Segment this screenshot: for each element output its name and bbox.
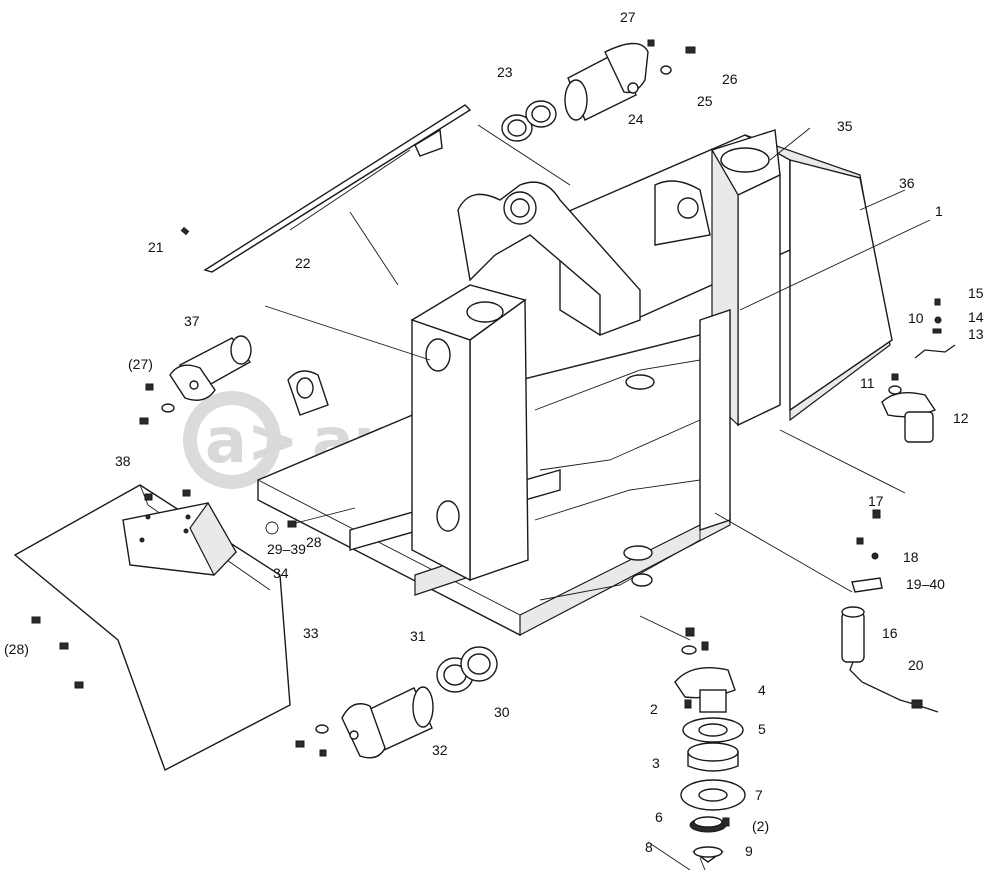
callout-17: 17 xyxy=(868,493,884,509)
callout-11: 11 xyxy=(860,375,875,391)
callout-29-39: 29–39 xyxy=(267,541,306,557)
front-frame-assembly xyxy=(257,129,893,636)
callout-16: 16 xyxy=(882,625,898,641)
callout-labels: 1 2 (2) 3 4 5 6 7 8 9 10 11 12 13 14 15 … xyxy=(4,9,984,859)
callout-8: 8 xyxy=(645,839,653,855)
callout-19-40: 19–40 xyxy=(906,576,945,592)
callout-22: 22 xyxy=(295,255,311,271)
callout-27b: (27) xyxy=(128,356,153,372)
upper-pin-assembly xyxy=(501,39,696,142)
top-cover-plate xyxy=(180,104,472,273)
callout-24: 24 xyxy=(628,111,644,127)
callout-25: 25 xyxy=(697,93,713,109)
fender-assembly xyxy=(13,484,297,771)
callout-15: 15 xyxy=(968,285,984,301)
callout-36: 36 xyxy=(899,175,915,191)
watermark-logo: a> xyxy=(205,404,299,477)
callout-3: 3 xyxy=(652,755,660,771)
callout-20: 20 xyxy=(908,657,924,673)
callout-37: 37 xyxy=(184,313,200,329)
callout-1: 1 xyxy=(935,203,943,219)
callout-31: 31 xyxy=(410,628,426,644)
callout-28b: (28) xyxy=(4,641,29,657)
callout-26: 26 xyxy=(722,71,738,87)
callout-38: 38 xyxy=(115,453,131,469)
callout-2b: (2) xyxy=(752,818,769,834)
callout-9: 9 xyxy=(745,843,753,859)
callout-21: 21 xyxy=(148,239,164,255)
callout-5: 5 xyxy=(758,721,766,737)
callout-23: 23 xyxy=(497,64,513,80)
lower-pin-assembly xyxy=(295,646,498,759)
lower-pivot-assembly xyxy=(674,627,746,863)
callout-13: 13 xyxy=(968,326,984,342)
callout-18: 18 xyxy=(903,549,919,565)
callout-30: 30 xyxy=(494,704,510,720)
callout-14: 14 xyxy=(968,309,984,325)
callout-35: 35 xyxy=(837,118,853,134)
callout-6: 6 xyxy=(655,809,663,825)
callout-7: 7 xyxy=(755,787,763,803)
callout-33: 33 xyxy=(303,625,319,641)
callout-4: 4 xyxy=(758,682,766,698)
leader-lines xyxy=(264,124,931,871)
callout-2: 2 xyxy=(650,701,658,717)
callout-32: 32 xyxy=(432,742,448,758)
callout-34: 34 xyxy=(273,565,289,581)
callout-12: 12 xyxy=(953,410,969,426)
callout-10: 10 xyxy=(908,310,924,326)
left-pin xyxy=(139,335,252,425)
callout-27: 27 xyxy=(620,9,636,25)
callout-28: 28 xyxy=(306,534,322,550)
right-side-parts xyxy=(841,298,956,713)
